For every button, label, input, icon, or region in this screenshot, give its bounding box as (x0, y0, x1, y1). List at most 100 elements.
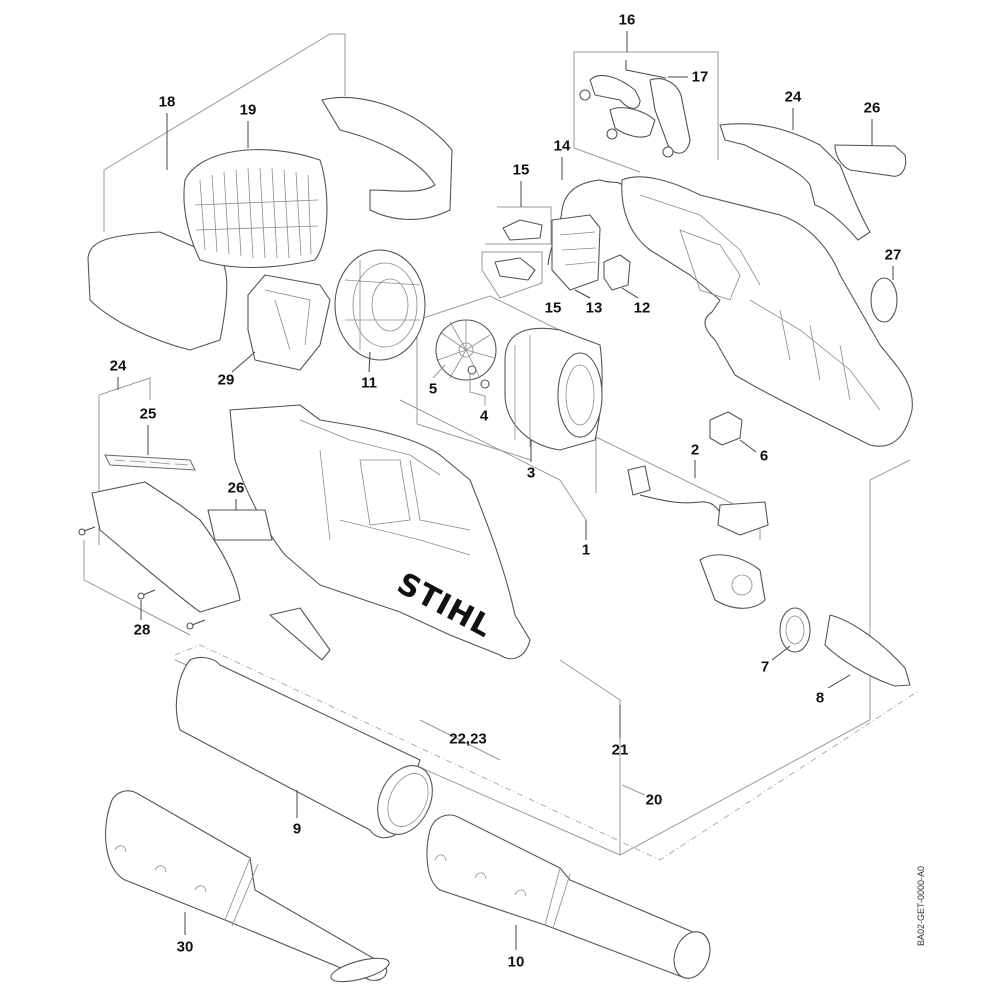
intake-grille (183, 149, 328, 268)
callout-25[interactable]: 25 (139, 405, 157, 423)
round-nozzle-opening (673, 931, 711, 979)
handle-covers-top (719, 108, 907, 323)
callout-28[interactable]: 28 (133, 621, 151, 639)
frame-3 (416, 295, 601, 424)
cover-plate-26 (834, 144, 907, 177)
callout-21[interactable]: 21 (611, 741, 629, 759)
leader-4 (469, 374, 486, 406)
callout-29[interactable]: 29 (217, 371, 235, 389)
handle-cover-24 (719, 123, 871, 241)
callout-19[interactable]: 19 (239, 101, 257, 119)
housing-shell: STIHL (229, 404, 587, 661)
round-nozzle-body (426, 814, 705, 979)
flat-nozzle-30 (105, 790, 390, 983)
trigger-lever (589, 75, 641, 109)
callout-8[interactable]: 8 (815, 689, 825, 707)
contact-holder-13 (551, 214, 601, 291)
switch-body (709, 411, 743, 446)
leader-22-23 (419, 719, 501, 761)
callout-22-23[interactable]: 22,23 (449, 730, 487, 748)
switch-6 (709, 411, 757, 453)
callout-2[interactable]: 2 (690, 441, 700, 459)
housing-right (621, 176, 913, 447)
callout-24-top[interactable]: 24 (784, 88, 802, 106)
fan-housing (504, 327, 603, 462)
connector-block (627, 465, 651, 496)
spring-16a (579, 89, 591, 101)
cover-24-left (91, 481, 241, 613)
leader-8 (827, 674, 851, 689)
callout-15-top[interactable]: 15 (512, 161, 530, 179)
frame-18 (103, 33, 346, 232)
pin-17 (625, 60, 667, 79)
frame-16-bottom (573, 147, 641, 173)
battery-plate (717, 501, 769, 536)
filter-holder (231, 274, 331, 373)
intake-cover-assembly (87, 96, 453, 351)
nose-cone-8 (824, 614, 911, 687)
callout-4[interactable]: 4 (479, 407, 489, 425)
spring-16c (662, 146, 674, 158)
leader-29 (231, 351, 256, 373)
callout-11[interactable]: 11 (361, 374, 377, 392)
document-id: BA02-GET-0000-A0 (916, 865, 926, 946)
nose-assembly (771, 607, 911, 689)
flat-nozzle-opening (330, 957, 390, 983)
frame-15b (481, 251, 543, 299)
callout-26-top[interactable]: 26 (863, 99, 881, 117)
frame-15a (485, 206, 552, 245)
cover-disc-27 (870, 277, 898, 323)
spring-16b (606, 128, 618, 140)
trigger-assembly (579, 60, 691, 158)
frame-16 (573, 51, 719, 160)
motor-mount-7 (779, 607, 811, 653)
leader-5 (432, 364, 446, 379)
leader-7 (771, 645, 791, 661)
contact-assembly (494, 157, 639, 299)
screws-28 (78, 526, 206, 630)
frame-28 (83, 540, 191, 636)
callout-30[interactable]: 30 (176, 938, 194, 956)
callout-1[interactable]: 1 (581, 541, 591, 559)
intake-cover-top (321, 96, 453, 220)
fan-wheel (435, 319, 497, 406)
callout-9[interactable]: 9 (292, 820, 302, 838)
callout-5[interactable]: 5 (428, 380, 438, 398)
filter-holder-body (247, 274, 331, 371)
frame-20 (174, 644, 921, 861)
frame-3-bottom (416, 423, 532, 461)
callout-13[interactable]: 13 (585, 299, 603, 317)
callout-3[interactable]: 3 (526, 464, 536, 482)
frame-2 (595, 436, 761, 540)
leader-20 (621, 784, 646, 796)
filter-holder-detail (264, 289, 311, 351)
callout-10[interactable]: 10 (507, 953, 525, 971)
callout-15-bottom[interactable]: 15 (544, 299, 562, 317)
left-side-parts (78, 425, 273, 630)
callout-12[interactable]: 12 (633, 299, 651, 317)
callout-18[interactable]: 18 (158, 93, 176, 111)
housing-right-shell (621, 176, 913, 447)
blower-tube-9 (175, 656, 501, 839)
housing-insert (269, 607, 331, 661)
grille-slats (194, 167, 319, 259)
callout-14[interactable]: 14 (553, 137, 571, 155)
round-nozzle-10 (426, 814, 711, 979)
callout-6[interactable]: 6 (759, 447, 769, 465)
cover-plate-26-left (207, 509, 273, 541)
screw-4b (480, 379, 490, 389)
callout-26-left[interactable]: 26 (227, 479, 245, 497)
leader-12 (621, 287, 639, 299)
contact-clip-15b (494, 257, 536, 281)
callout-16[interactable]: 16 (618, 11, 636, 29)
label-set-25 (104, 454, 196, 471)
callout-17[interactable]: 17 (691, 68, 709, 86)
callout-7[interactable]: 7 (760, 658, 770, 676)
callout-20[interactable]: 20 (645, 791, 663, 809)
flat-nozzle-body (105, 790, 388, 981)
leader-11 (368, 351, 371, 373)
callout-24-left[interactable]: 24 (109, 357, 127, 375)
callout-27[interactable]: 27 (884, 246, 902, 264)
latch-12 (603, 254, 631, 291)
